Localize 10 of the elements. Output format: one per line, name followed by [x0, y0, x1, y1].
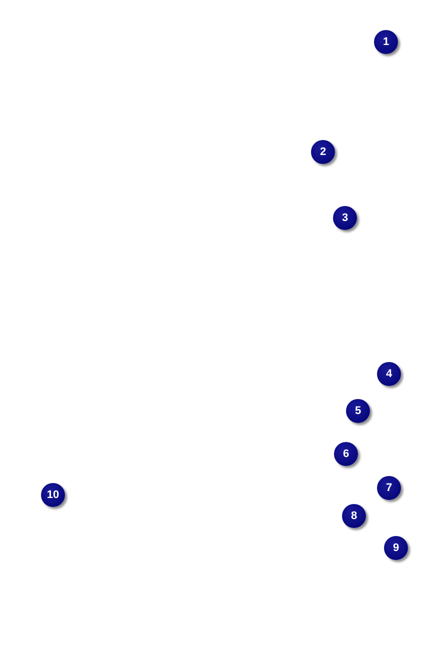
callout-number: 10 — [41, 483, 65, 507]
callout-number: 9 — [384, 536, 408, 560]
callout-number: 6 — [334, 442, 358, 466]
callout-number: 3 — [333, 206, 357, 230]
callout-number: 1 — [374, 30, 398, 54]
callout-number: 8 — [342, 504, 366, 528]
callout-number: 2 — [311, 140, 335, 164]
callout-number: 7 — [377, 476, 401, 500]
callout-number: 4 — [377, 362, 401, 386]
callout-number: 5 — [346, 399, 370, 423]
